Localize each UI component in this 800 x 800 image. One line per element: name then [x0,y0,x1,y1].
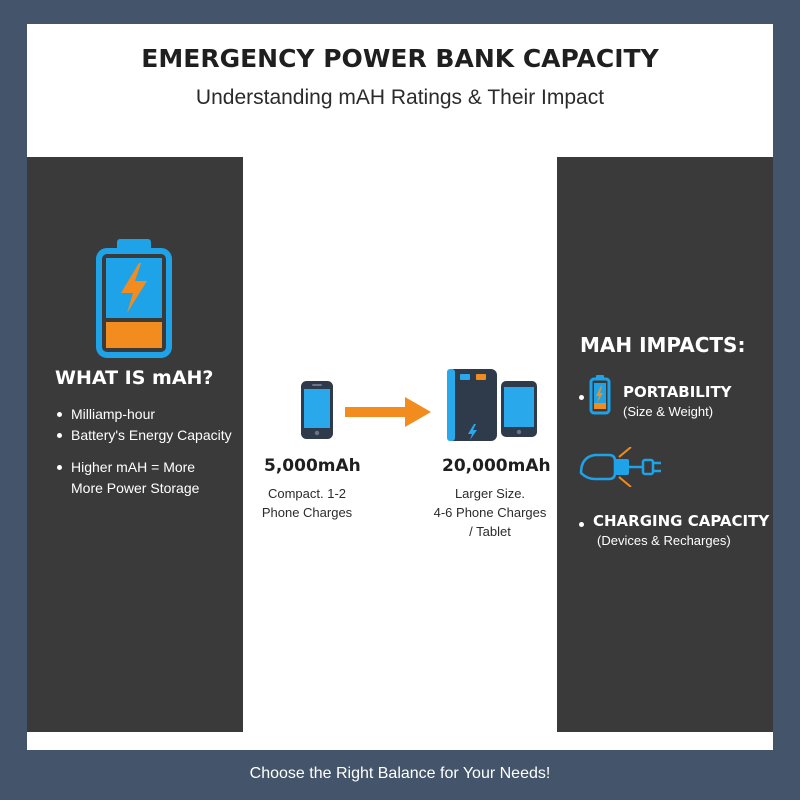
footer-text: Choose the Right Balance for Your Needs! [249,765,551,782]
battery-icon [95,237,173,359]
small-capacity-description: Compact. 1-2 Phone Charges [244,484,370,522]
large-capacity-description: Larger Size. 4-6 Phone Charges / Tablet [415,484,565,541]
left-heading: WHAT IS mAH? [55,367,214,389]
impact-title: CHARGING CAPACITY [593,512,770,530]
right-heading: MAH IMPACTS: [580,333,746,357]
small-capacity-label: 5,000mAh [264,456,361,476]
impact-title: PORTABILITY [623,383,732,401]
description-line: Larger Size. [454,486,526,501]
page-subtitle: Understanding mAH Ratings & Their Impact [195,86,605,109]
description-line: Phone Charges [261,505,353,520]
small-battery-icon [589,375,611,415]
mah-bullet-list: Milliamp-hour Battery's Energy Capacity … [55,404,232,499]
impact-subtitle: (Devices & Recharges) [597,533,731,548]
bullet-item: Higher mAH = More [55,457,232,478]
phone-icon [300,380,334,440]
description-line: / Tablet [469,524,511,539]
bullet-dot [579,395,584,400]
bullet-item: Milliamp-hour [55,404,232,425]
bullet-item: Battery's Energy Capacity [55,425,232,446]
bullet-continuation: More Power Storage [71,480,200,496]
tablet-icon [500,380,538,438]
right-panel: MAH IMPACTS: PORTABILITY (Size & Weight)… [557,157,773,732]
bullet-dot [579,522,584,527]
description-line: 4-6 Phone Charges [433,505,547,520]
arrow-right-icon [345,395,433,429]
description-line: Compact. 1-2 [267,486,347,501]
power-bank-icon [446,368,498,442]
impact-subtitle: (Size & Weight) [623,404,714,419]
page-title: EMERGENCY POWER BANK CAPACITY [141,44,659,73]
plug-hand-icon [579,447,671,487]
left-panel: WHAT IS mAH? Milliamp-hour Battery's Ene… [27,157,243,732]
large-capacity-label: 20,000mAh [442,456,551,476]
